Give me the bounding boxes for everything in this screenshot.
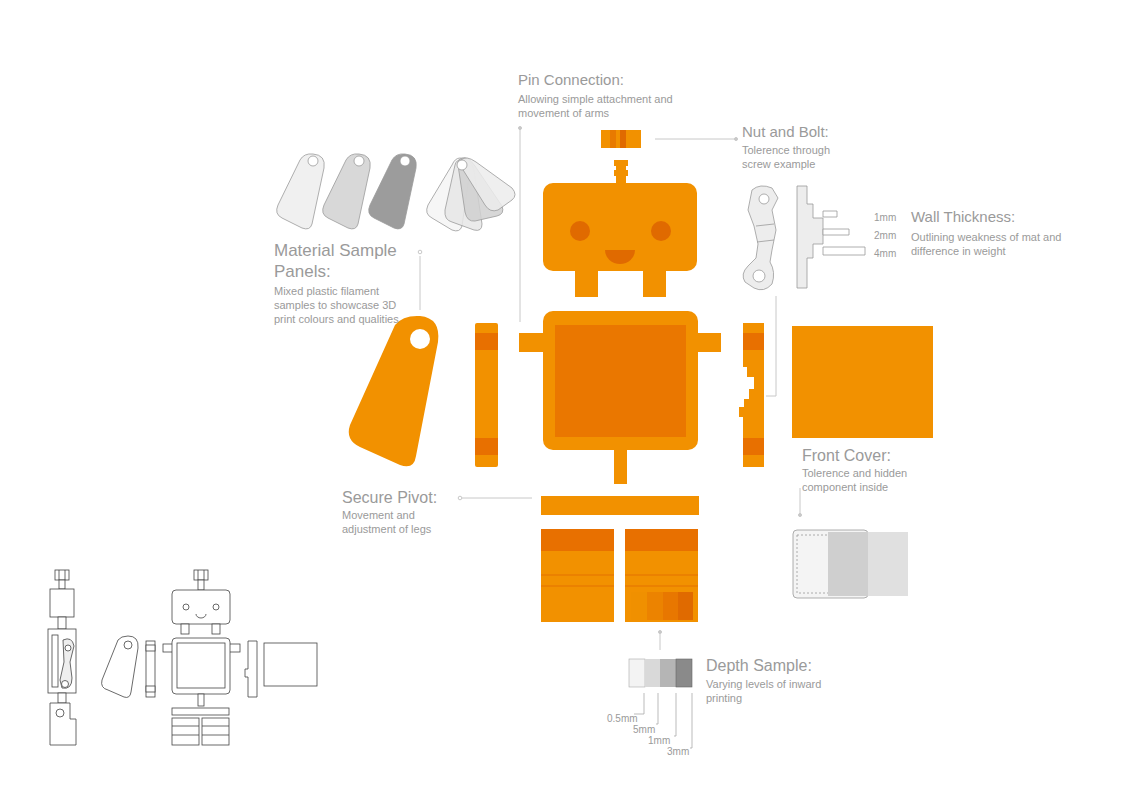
dimension: 1mm [874,212,896,225]
callout-heading-text: Material Sample Panels: [274,241,397,281]
callout-heading: Depth Sample: [706,656,812,676]
robot [349,130,933,622]
callout-body-text: Tolerence through screw example [742,144,830,170]
line-art-views [48,570,317,745]
callout-body: Movement and adjustment of legs [342,509,454,537]
callout-heading-text: Pin Connection: [518,71,624,88]
dimension-text: 1mm [648,735,670,746]
dimension: 0.5mm [607,713,638,726]
callout-heading: Material Sample Panels: [274,240,424,283]
leader-lines [418,127,801,651]
wall-thickness-sample [797,186,865,288]
nut-and-bolt-part [743,186,778,290]
dimension: 3mm [667,746,689,759]
callout-body-text: Outlining weakness of mat and difference… [911,231,1061,257]
callout-heading: Nut and Bolt: [742,123,829,142]
callout-heading: Wall Thickness: [911,208,1015,227]
dimension: 2mm [874,230,896,243]
dimension-text: 3mm [667,746,689,757]
callout-heading-text: Secure Pivot: [342,489,437,506]
callout-heading: Pin Connection: [518,71,624,90]
dimension: 1mm [648,735,670,748]
callout-heading-text: Nut and Bolt: [742,123,829,140]
callout-heading: Secure Pivot: [342,488,437,508]
callout-body-text: Mixed plastic filament samples to showca… [274,285,399,325]
callout-heading-text: Depth Sample: [706,657,812,674]
callout-body: Mixed plastic filament samples to showca… [274,285,404,326]
callout-body: Varying levels of inward printing [706,678,824,706]
callout-heading: Front Cover: [802,446,891,466]
callout-heading-text: Wall Thickness: [911,208,1015,225]
callout-body: Tolerence through screw example [742,144,854,172]
callout-heading-text: Front Cover: [802,447,891,464]
callout-body-text: Movement and adjustment of legs [342,509,431,535]
dimension-text: 1mm [874,212,896,223]
callout-body-text: Allowing simple attachment and movement … [518,93,673,119]
depth-sample [629,659,692,748]
callout-body: Tolerence and hidden component inside [802,467,944,495]
dimension-text: 2mm [874,230,896,241]
callout-body: Allowing simple attachment and movement … [518,93,676,121]
callout-body: Outlining weakness of mat and difference… [911,231,1063,259]
dimension-text: 4mm [874,248,896,259]
callout-body-text: Tolerence and hidden component inside [802,467,907,493]
callout-body-text: Varying levels of inward printing [706,678,821,704]
front-cover-sample [793,530,908,598]
dimension: 5mm [633,724,655,737]
dimension-text: 5mm [633,724,655,735]
dimension: 4mm [874,248,896,261]
dimension-text: 0.5mm [607,713,638,724]
material-sample-panels [277,154,515,231]
